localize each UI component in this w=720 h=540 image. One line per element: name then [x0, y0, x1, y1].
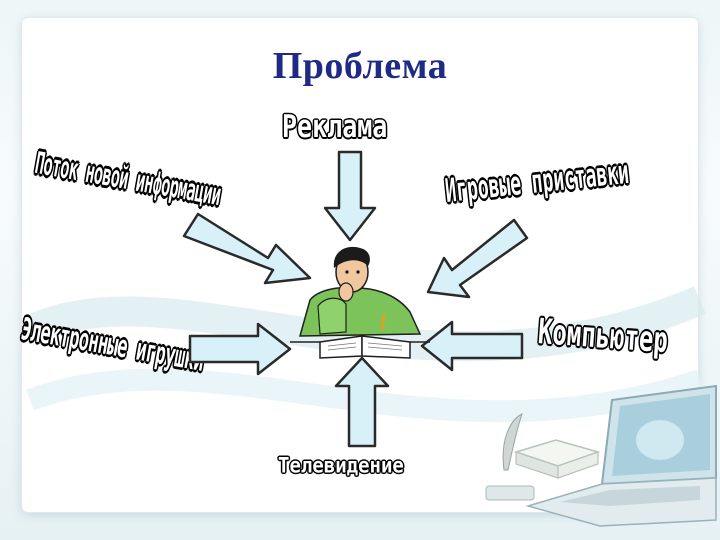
- arrow-from-advertising: [323, 150, 377, 242]
- arrow-from-television: [334, 356, 390, 448]
- slide-title: Проблема: [272, 45, 448, 87]
- arrow-from-game-consoles: [426, 218, 529, 299]
- arrow-from-computer: [420, 320, 524, 372]
- arrow-from-information-flow: [182, 212, 312, 285]
- label-television: Телевидение: [278, 453, 404, 479]
- label-advertising: Реклама: [282, 108, 388, 145]
- arrow-from-electronic-toys: [188, 322, 292, 376]
